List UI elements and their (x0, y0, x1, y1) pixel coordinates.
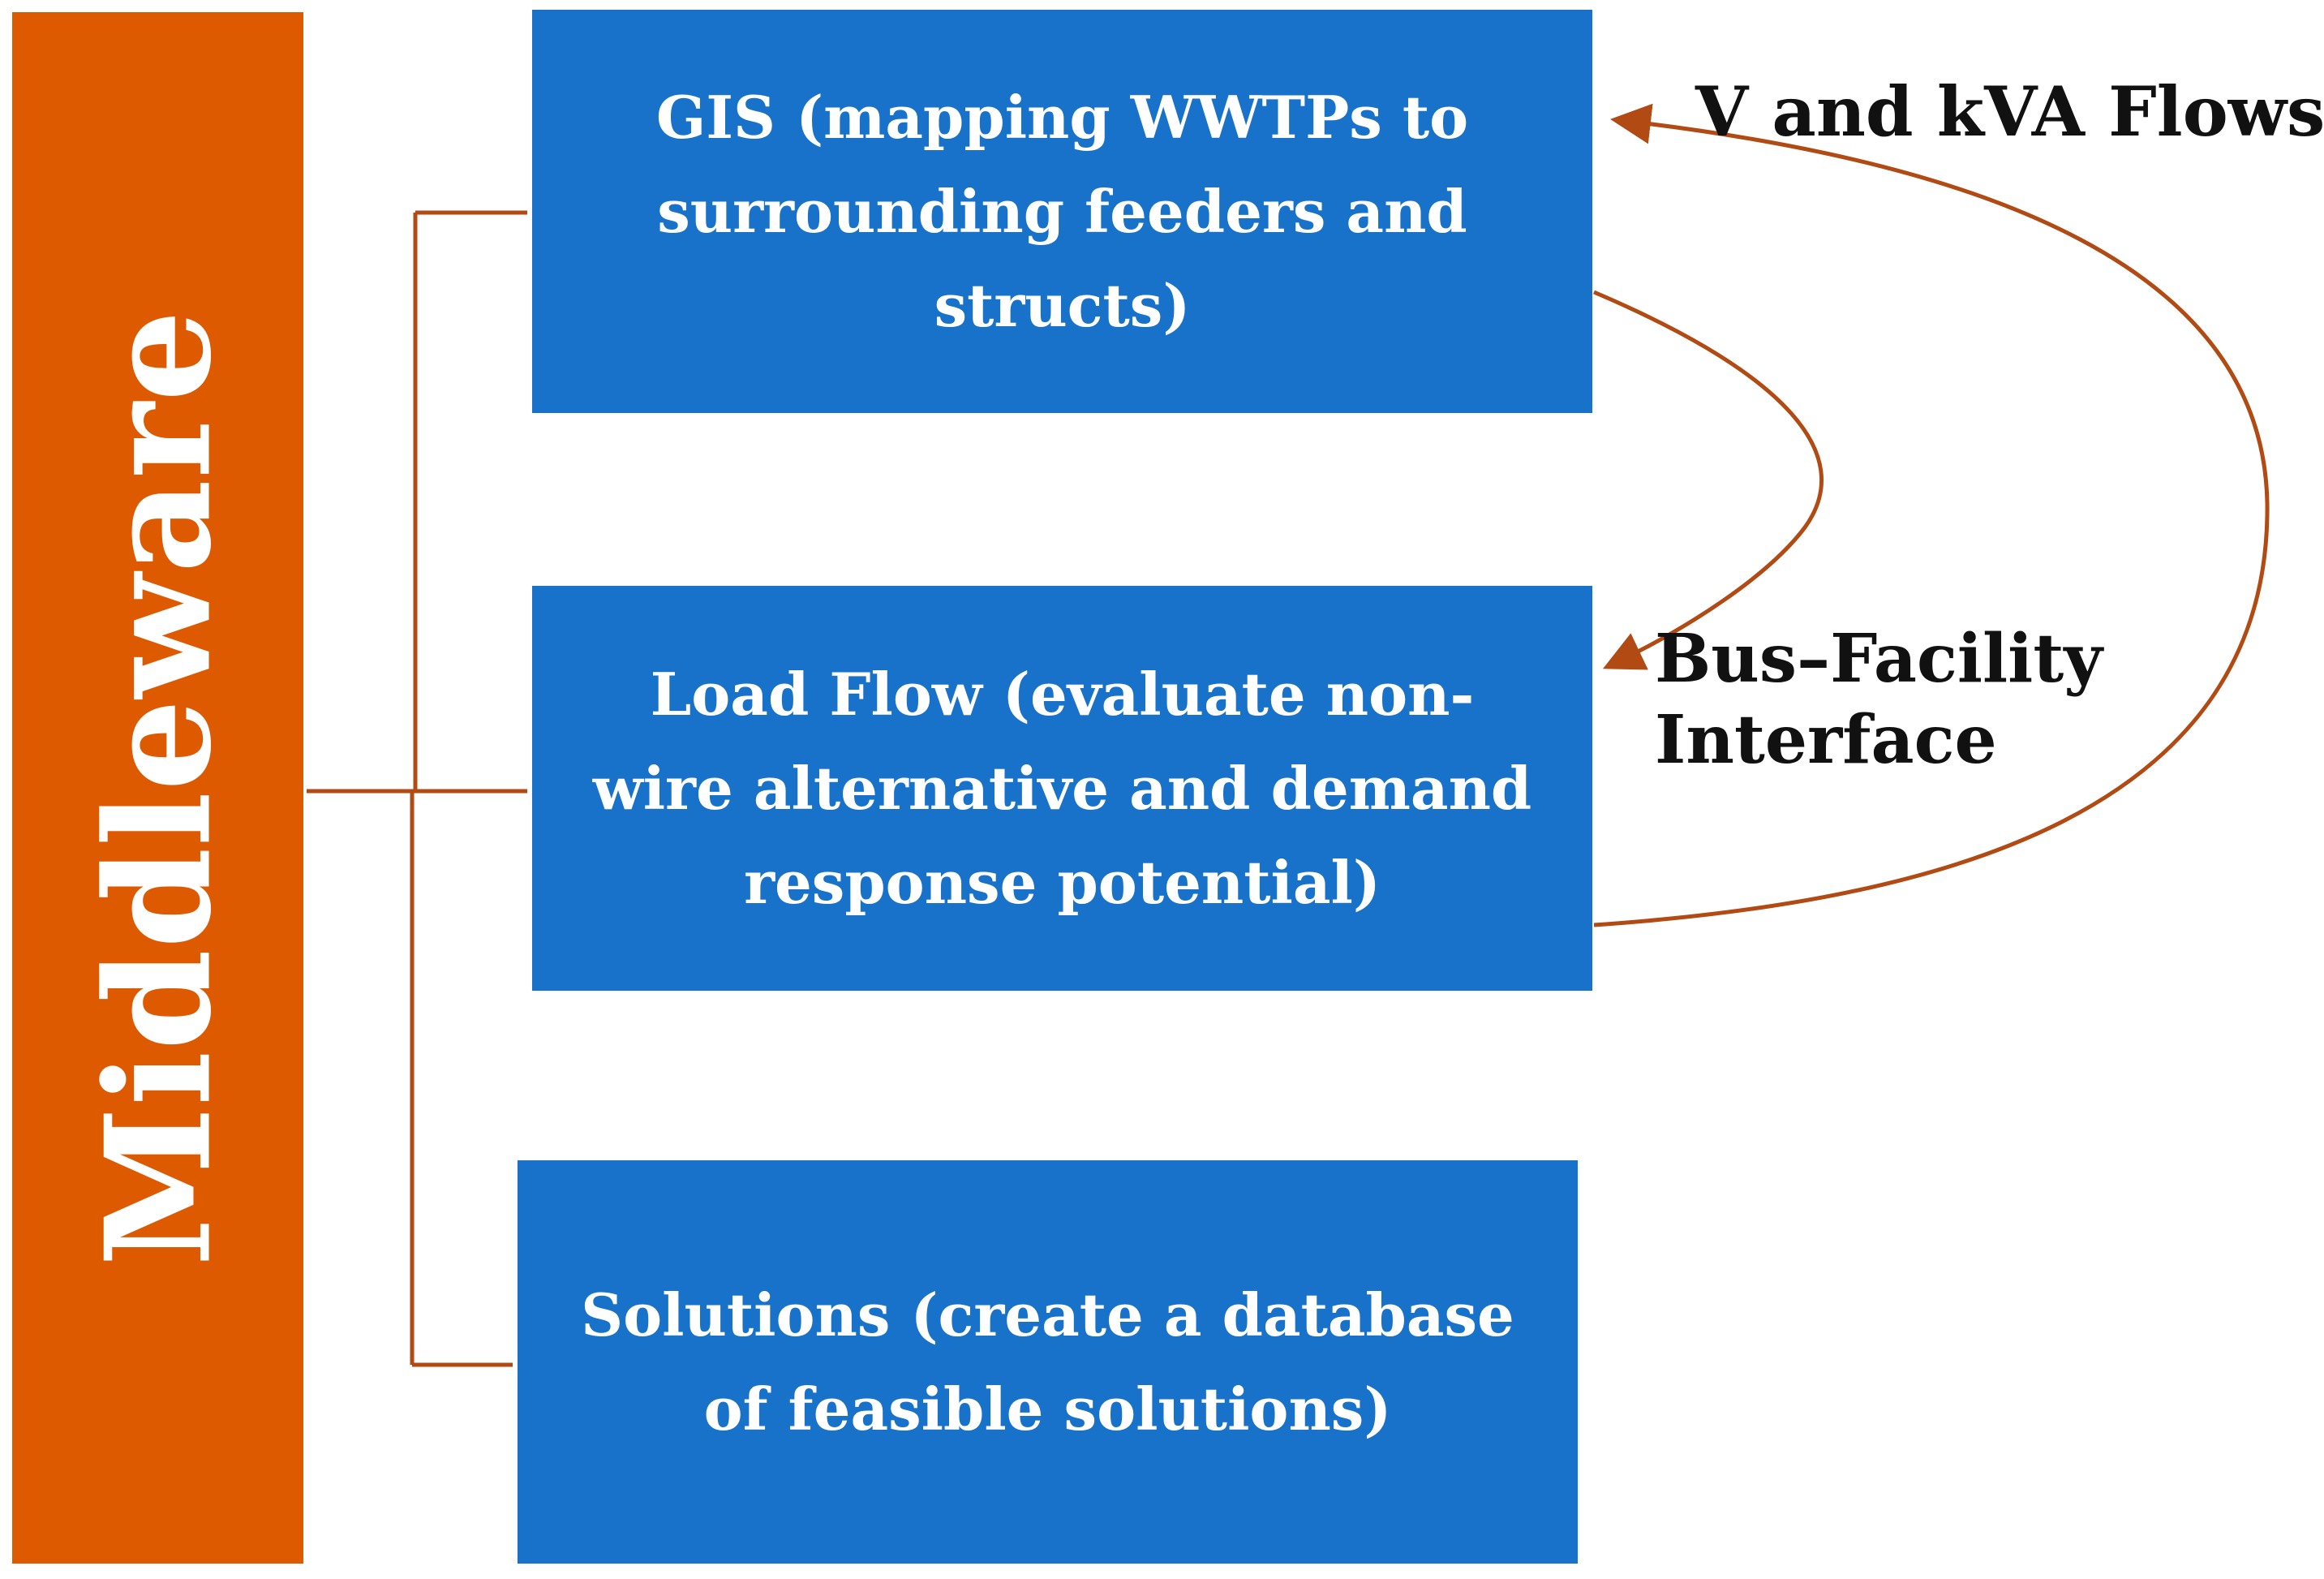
load-flow-box: Load Flow (evaluate non- wire alternativ… (532, 586, 1592, 991)
solutions-line-2: of feasible solutions) (703, 1374, 1392, 1443)
v-kva-arrow (1593, 103, 2270, 927)
bus-facility-arrow (1593, 290, 1824, 670)
solutions-box: Solutions (create a database of feasible… (518, 1160, 1578, 1564)
solutions-box-text: Solutions (create a database of feasible… (565, 1268, 1531, 1456)
load-flow-line-1: Load Flow (evaluate non- (650, 659, 1475, 729)
bracket-connector (307, 210, 527, 1367)
bus-facility-line-1: Bus–Facility (1655, 620, 2103, 698)
solutions-line-1: Solutions (create a database (581, 1280, 1514, 1349)
bus-facility-line-2: Interface (1655, 701, 1997, 779)
gis-box: GIS (mapping WWTPs to surrounding feeder… (532, 10, 1592, 413)
bus-facility-interface-label: Bus–Facility Interface (1655, 618, 2103, 781)
load-flow-box-text: Load Flow (evaluate non- wire alternativ… (577, 648, 1549, 930)
gis-line-1: GIS (mapping WWTPs to (655, 82, 1469, 152)
gis-box-text: GIS (mapping WWTPs to surrounding feeder… (640, 71, 1484, 353)
gis-line-2: surrounding feeders and (657, 176, 1467, 246)
v-kva-flows-label: V and kVA Flows (1695, 71, 2324, 152)
load-flow-line-2: wire alternative and demand (592, 753, 1532, 823)
load-flow-line-3: response potential) (744, 847, 1381, 917)
gis-line-3: structs) (934, 270, 1191, 340)
middleware-bar (12, 12, 303, 1564)
